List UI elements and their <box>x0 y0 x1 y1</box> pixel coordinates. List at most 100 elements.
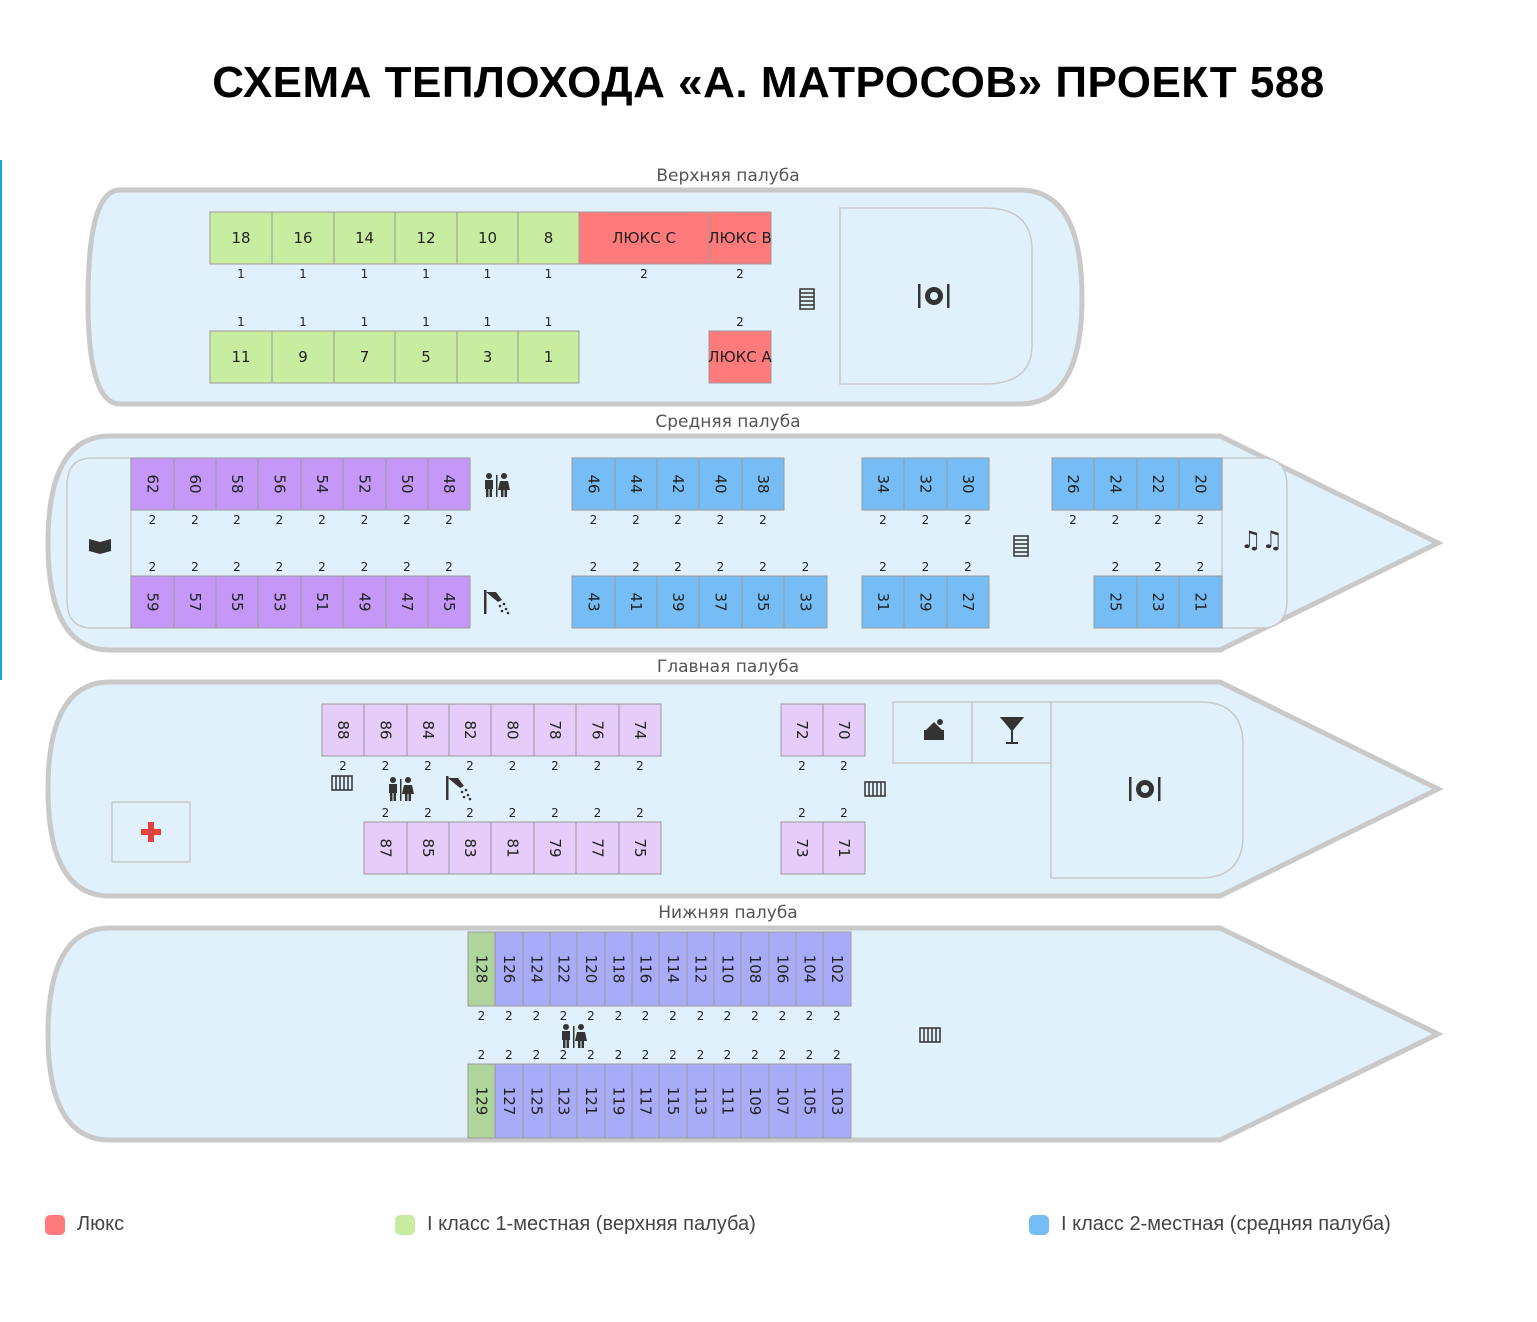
cabin-box[interactable] <box>257 457 302 511</box>
cabin-box[interactable] <box>614 575 658 629</box>
cabin-box[interactable] <box>631 1063 660 1139</box>
cabin-74[interactable]: 742 <box>618 703 662 773</box>
cabin-box[interactable] <box>658 931 688 1007</box>
cabin-box[interactable] <box>708 330 772 384</box>
cabin-35[interactable]: 352 <box>741 560 785 629</box>
cabin-box[interactable] <box>533 821 577 875</box>
cabin-33[interactable]: 332 <box>783 560 828 629</box>
cabin-box[interactable] <box>571 575 616 629</box>
cabin-22[interactable]: 222 <box>1136 457 1180 527</box>
cabin-box[interactable] <box>342 575 387 629</box>
cabin-box[interactable] <box>946 457 990 511</box>
cabin-box[interactable] <box>861 575 905 629</box>
cabin-box[interactable] <box>333 211 396 265</box>
cabin-5[interactable]: 51 <box>394 315 458 384</box>
cabin-box[interactable] <box>822 1063 852 1139</box>
cabin-52[interactable]: 522 <box>342 457 387 527</box>
cabin-box[interactable] <box>456 211 519 265</box>
cabin-box[interactable] <box>575 703 620 757</box>
cabin-39[interactable]: 392 <box>656 560 700 629</box>
cabin-box[interactable] <box>363 821 408 875</box>
cabin-81[interactable]: 812 <box>490 806 535 875</box>
cabin-box[interactable] <box>271 211 335 265</box>
cabin-box[interactable] <box>686 1063 715 1139</box>
cabin-50[interactable]: 502 <box>385 457 429 527</box>
cabin-box[interactable] <box>768 1063 797 1139</box>
cabin-30[interactable]: 302 <box>946 457 990 527</box>
cabin-box[interactable] <box>271 330 335 384</box>
cabin-box[interactable] <box>658 1063 688 1139</box>
cabin-box[interactable] <box>708 211 772 265</box>
cabin-box[interactable] <box>1093 457 1138 511</box>
cabin-16[interactable]: 161 <box>271 211 335 281</box>
cabin-44[interactable]: 442 <box>614 457 658 527</box>
cabin-24[interactable]: 242 <box>1093 457 1138 527</box>
cabin-23[interactable]: 232 <box>1136 560 1180 629</box>
cabin-75[interactable]: 752 <box>618 806 662 875</box>
cabin-25[interactable]: 252 <box>1093 560 1138 629</box>
cabin-box[interactable] <box>173 575 217 629</box>
cabin-box[interactable] <box>1093 575 1138 629</box>
cabin-box[interactable] <box>861 457 905 511</box>
cabin-box[interactable] <box>698 457 743 511</box>
cabin-82[interactable]: 822 <box>448 703 492 773</box>
cabin-box[interactable] <box>406 703 450 757</box>
cabin-29[interactable]: 292 <box>903 560 948 629</box>
cabin-box[interactable] <box>522 1063 551 1139</box>
cabin-71[interactable]: 712 <box>822 806 866 875</box>
cabin-box[interactable] <box>130 575 175 629</box>
cabin-box[interactable] <box>780 703 824 757</box>
cabin-10[interactable]: 101 <box>456 211 519 281</box>
cabin-79[interactable]: 792 <box>533 806 577 875</box>
cabin-box[interactable] <box>795 931 824 1007</box>
cabin-box[interactable] <box>822 931 852 1007</box>
cabin-3[interactable]: 31 <box>456 315 519 384</box>
cabin-26[interactable]: 262 <box>1051 457 1095 527</box>
cabin-box[interactable] <box>768 931 797 1007</box>
cabin-51[interactable]: 512 <box>300 560 344 629</box>
cabin-box[interactable] <box>215 457 259 511</box>
cabin-box[interactable] <box>578 211 710 265</box>
cabin-ЛЮКС-А[interactable]: ЛЮКС А2 <box>708 315 773 384</box>
cabin-41[interactable]: 412 <box>614 560 658 629</box>
cabin-box[interactable] <box>1136 575 1180 629</box>
cabin-box[interactable] <box>631 931 660 1007</box>
cabin-box[interactable] <box>575 821 620 875</box>
cabin-38[interactable]: 382 <box>741 457 785 527</box>
cabin-55[interactable]: 552 <box>215 560 259 629</box>
cabin-78[interactable]: 782 <box>533 703 577 773</box>
cabin-box[interactable] <box>783 575 828 629</box>
cabin-box[interactable] <box>394 211 458 265</box>
cabin-ЛЮКС-С[interactable]: ЛЮКС С2 <box>578 211 710 281</box>
cabin-57[interactable]: 572 <box>173 560 217 629</box>
cabin-box[interactable] <box>1051 457 1095 511</box>
cabin-box[interactable] <box>427 457 471 511</box>
cabin-box[interactable] <box>209 211 273 265</box>
cabin-box[interactable] <box>406 821 450 875</box>
cabin-11[interactable]: 111 <box>209 315 273 384</box>
cabin-72[interactable]: 722 <box>780 703 824 773</box>
cabin-80[interactable]: 802 <box>490 703 535 773</box>
cabin-1[interactable]: 11 <box>517 315 580 384</box>
cabin-box[interactable] <box>522 931 551 1007</box>
cabin-box[interactable] <box>618 703 662 757</box>
cabin-box[interactable] <box>517 330 580 384</box>
cabin-8[interactable]: 81 <box>517 211 580 281</box>
cabin-49[interactable]: 492 <box>342 560 387 629</box>
cabin-box[interactable] <box>467 1063 496 1139</box>
cabin-box[interactable] <box>614 457 658 511</box>
cabin-box[interactable] <box>173 457 217 511</box>
cabin-box[interactable] <box>467 931 496 1007</box>
cabin-box[interactable] <box>903 575 948 629</box>
